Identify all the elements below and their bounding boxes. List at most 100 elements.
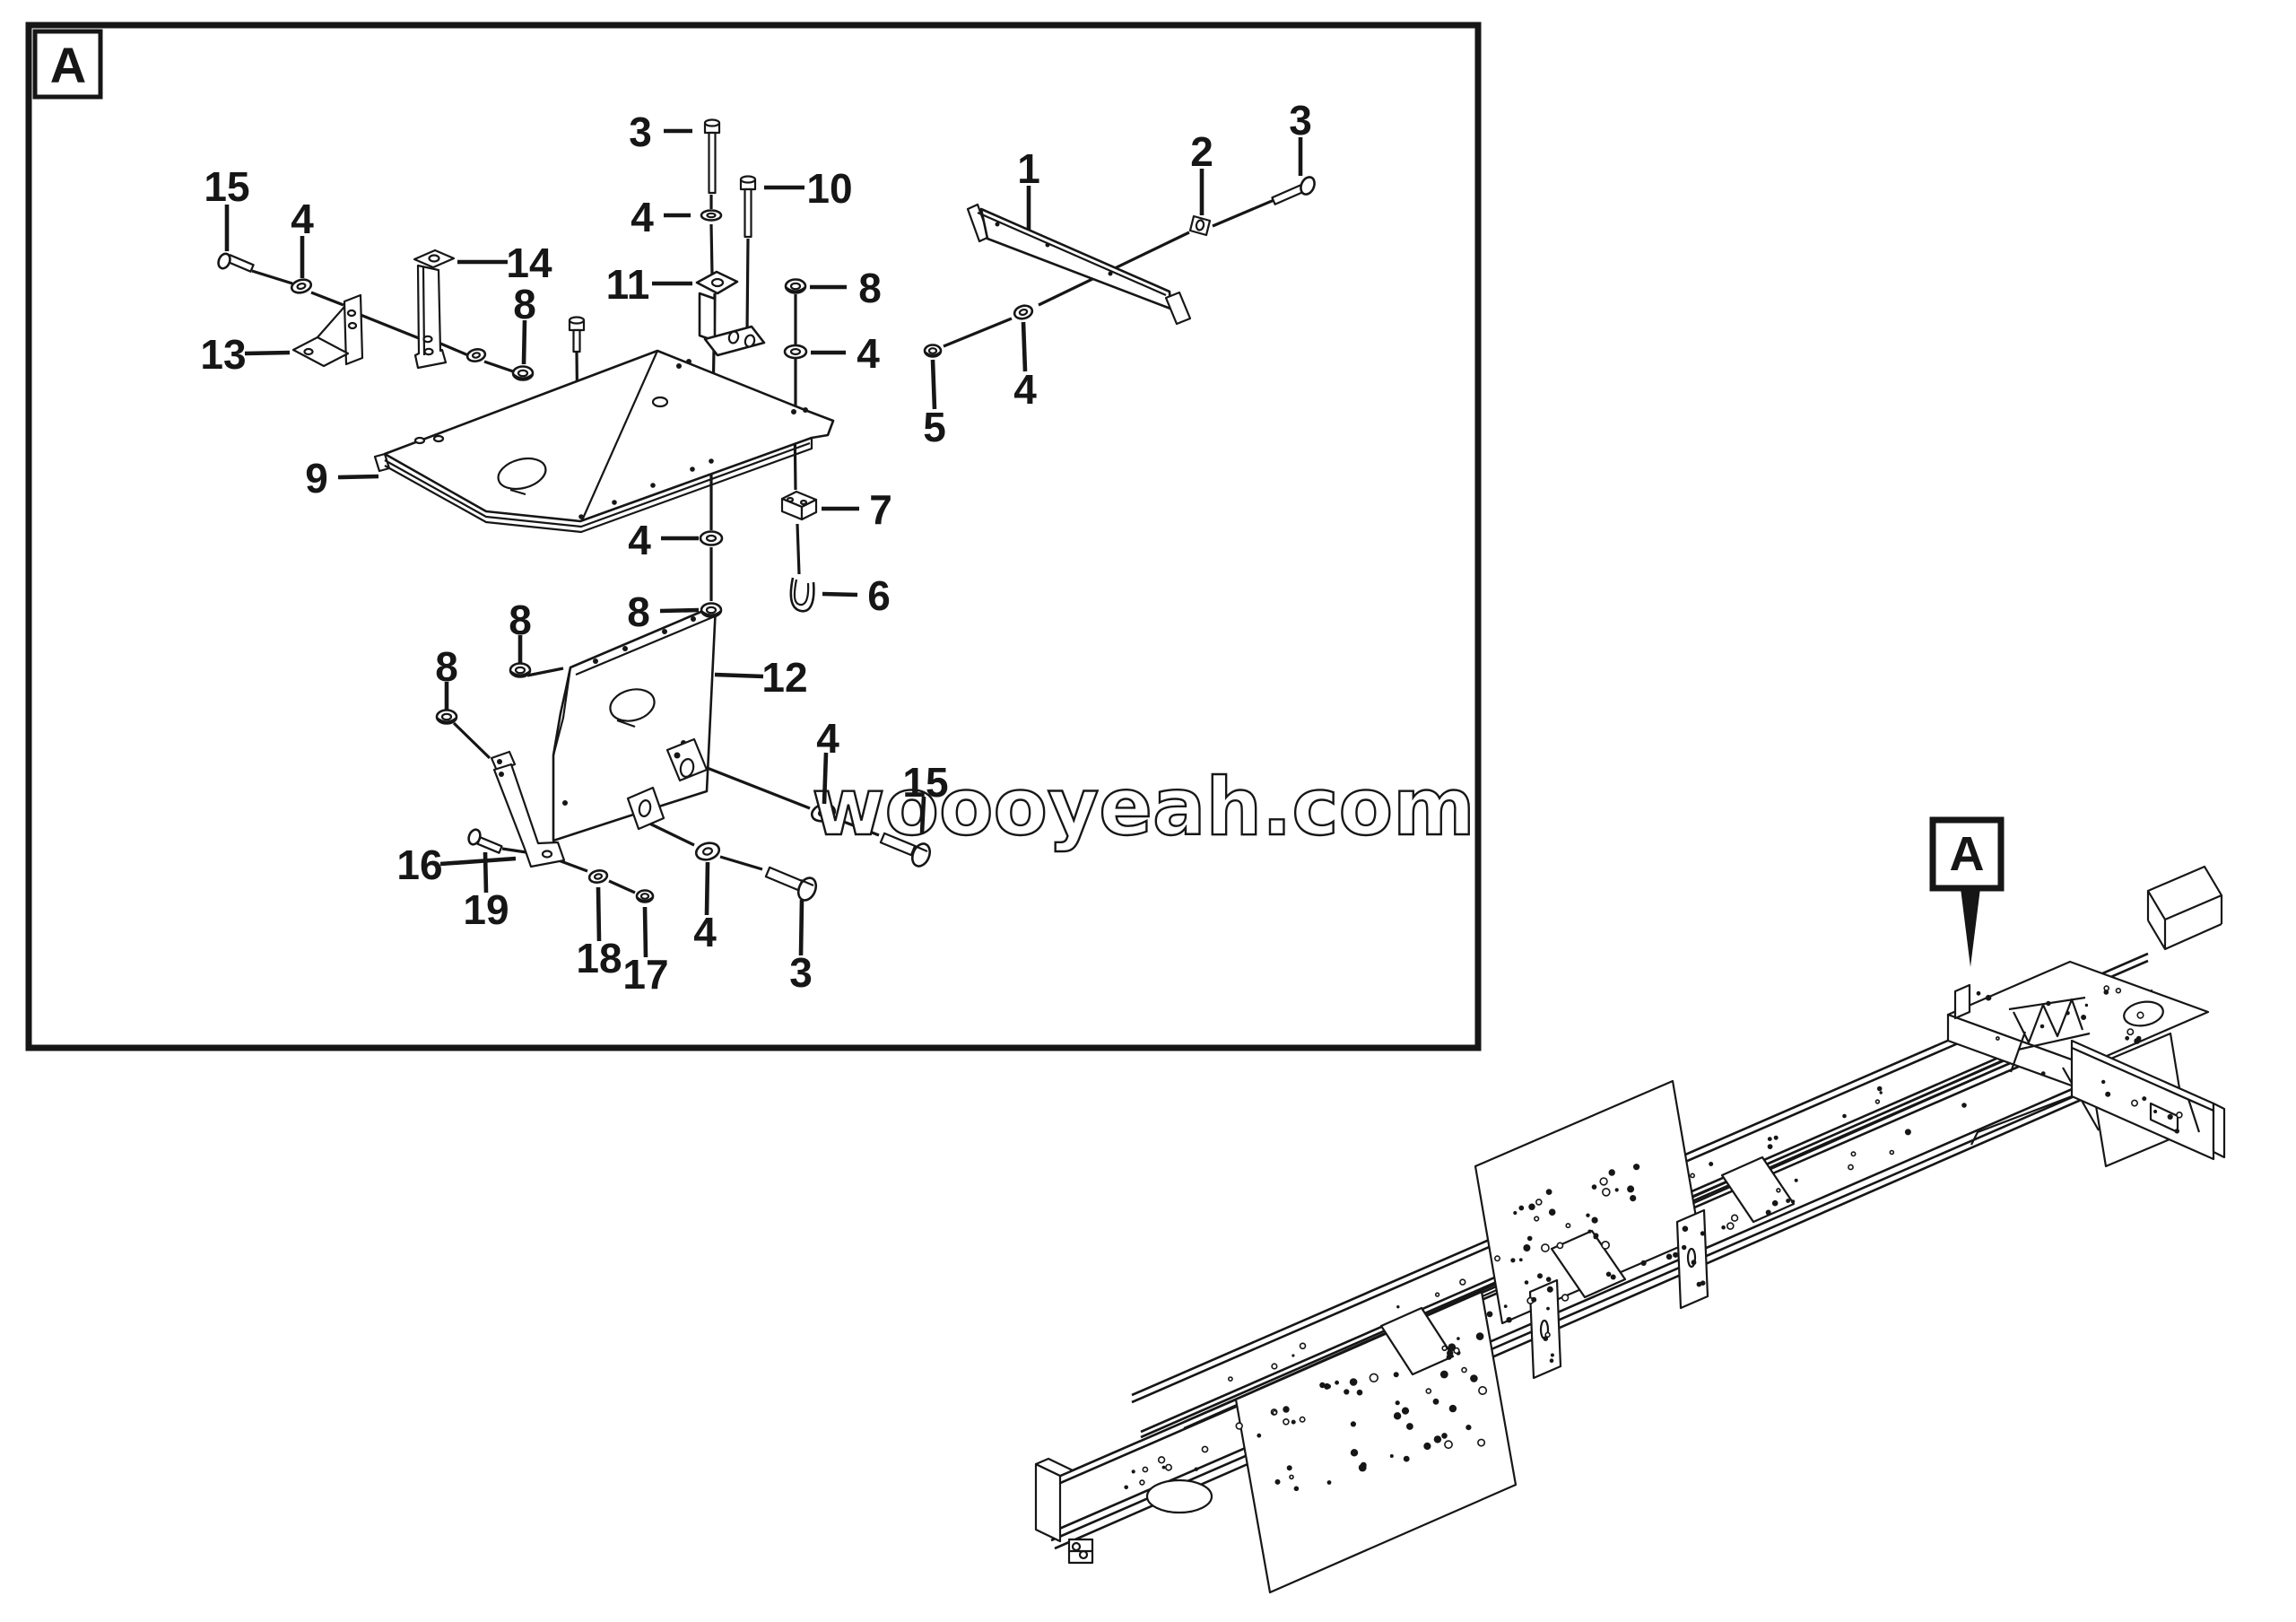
part-3-bolt-top-right	[1271, 176, 1316, 205]
rivet-dot	[1289, 1474, 1294, 1480]
watermark-text: woooyeah.com	[812, 761, 1475, 853]
rivet-dot	[1541, 1243, 1550, 1252]
callout-3: 3	[789, 949, 813, 996]
rivet-dot	[1274, 1478, 1281, 1485]
rivet-dot	[1985, 994, 1992, 1001]
callout-leader	[1021, 321, 1028, 372]
callout-4: 4	[628, 517, 651, 563]
rivet-dot	[2131, 1099, 2139, 1107]
rivet-dot	[1726, 1222, 1735, 1230]
rivet-dot	[1161, 1465, 1166, 1469]
rivet-dot	[1344, 1389, 1350, 1395]
rivet-dot	[1423, 1442, 1431, 1451]
callout-4: 4	[857, 330, 880, 377]
part-4-washer-strap-hole	[1018, 308, 1029, 317]
rivet-dot	[1461, 1366, 1467, 1373]
callout-13: 13	[200, 331, 246, 378]
rivet-dot	[2167, 1113, 2173, 1120]
rivet-dot	[1448, 1404, 1457, 1413]
rivet-dot	[1257, 1433, 1262, 1438]
callout-leader	[798, 899, 804, 956]
part-14-strap-bracket	[413, 249, 456, 370]
rivet-dot	[1673, 1251, 1679, 1258]
callout-8: 8	[627, 589, 650, 635]
callout-3: 3	[629, 109, 652, 155]
rivet-dot	[1453, 1347, 1460, 1355]
part-16-bracket	[490, 750, 566, 868]
rivet-dot	[2136, 1011, 2144, 1019]
rivet-dot	[1876, 1086, 1883, 1092]
rivet-dot	[1537, 1273, 1543, 1279]
rivet-dot	[1518, 1205, 1525, 1211]
rivet-dot	[2081, 1015, 2087, 1020]
rivet-dot	[2040, 1071, 2046, 1076]
callout-leader	[822, 591, 858, 597]
rivet-dot	[1299, 1342, 1307, 1350]
rivet-dot	[1283, 1406, 1290, 1413]
rivet-dot	[1627, 1185, 1635, 1193]
callout-12: 12	[761, 654, 807, 701]
callout-15: 15	[204, 163, 249, 210]
rivet-dot	[1682, 1244, 1687, 1251]
part-15-bolt-right	[879, 832, 932, 868]
rivet-dot	[1350, 1421, 1356, 1427]
rivet-dot	[1630, 1195, 1637, 1202]
rivet-dot	[1904, 1129, 1911, 1136]
rivet-dot	[1228, 1376, 1233, 1382]
part-4-washers	[290, 209, 837, 884]
callout-leader	[521, 319, 527, 365]
rivet-dot	[1610, 1274, 1616, 1280]
rivet-dot	[2103, 990, 2109, 995]
part-2-clip-washer	[1188, 214, 1212, 237]
part-15-bolt-top-left	[217, 252, 255, 273]
rivet-dot	[1874, 1099, 1881, 1104]
rivet-dot	[1535, 1199, 1543, 1206]
rivet-dot	[1730, 1214, 1739, 1222]
rivet-dot	[1441, 1433, 1448, 1439]
callout-leader	[642, 906, 648, 958]
rivet-dot	[1696, 1281, 1702, 1287]
rivet-dot	[1549, 1358, 1554, 1363]
rivet-dot	[1586, 1213, 1590, 1217]
rivet-dot	[1531, 1296, 1537, 1303]
callout-8: 8	[509, 597, 532, 643]
rivet-dot	[1478, 1386, 1488, 1396]
rivet-dot	[1976, 990, 1981, 996]
rivet-dot	[1591, 1216, 1598, 1224]
tow-hitch	[1067, 1538, 1094, 1565]
rivet-dot	[1721, 1225, 1726, 1230]
part-3-bolt-top	[703, 118, 721, 195]
callout-8: 8	[513, 281, 536, 327]
rivet-dot	[1165, 1463, 1173, 1471]
part-3-bolt-bottom	[764, 866, 818, 902]
part-11-channel-bracket	[695, 270, 766, 357]
rivet-dot	[1475, 1332, 1484, 1340]
callout-4: 4	[693, 909, 717, 955]
rivet-dot	[1776, 1188, 1781, 1193]
rivet-dot	[1767, 1137, 1772, 1141]
rivet-dot	[1528, 1203, 1535, 1210]
rivet-dot	[1389, 1454, 1394, 1458]
rivet-dot	[1550, 1353, 1554, 1357]
rivet-dot	[1349, 1378, 1358, 1386]
rivet-dot	[1235, 1422, 1243, 1430]
rivet-dot	[1393, 1372, 1399, 1378]
rivet-dot	[1518, 1258, 1523, 1262]
rivet-dot	[1401, 1407, 1410, 1415]
rivet-dot	[1879, 1091, 1883, 1094]
rivet-dot	[1889, 1149, 1895, 1155]
rivet-dot	[1682, 1225, 1689, 1232]
rivet-dot	[1700, 1280, 1706, 1286]
rivet-dot	[1545, 1189, 1552, 1195]
callout-leader	[714, 672, 764, 679]
rivet-dot	[2105, 1091, 2111, 1097]
rivet-dot	[1356, 1389, 1363, 1396]
callout-leader	[704, 861, 710, 916]
rivet-dot	[1406, 1423, 1413, 1430]
rivet-dot	[1447, 1349, 1454, 1357]
callout-leader	[439, 856, 517, 867]
rivet-dot	[1194, 1467, 1199, 1471]
part-10-bolt	[739, 175, 757, 239]
